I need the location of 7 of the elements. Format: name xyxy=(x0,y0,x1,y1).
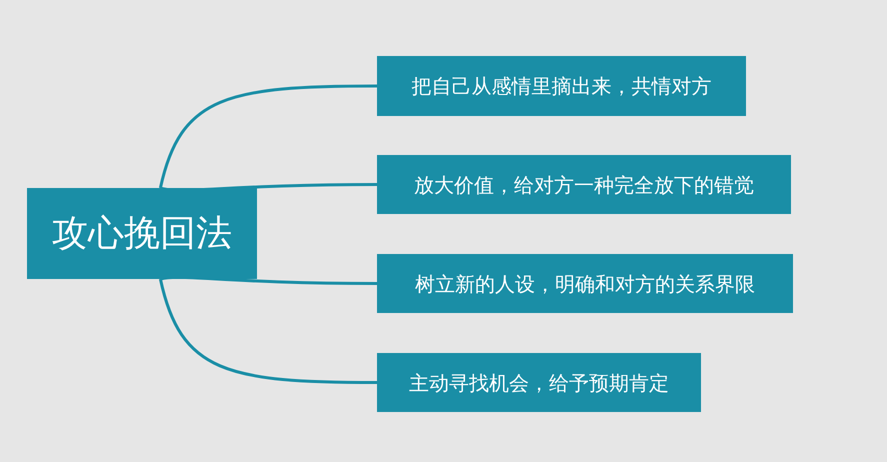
branch-topic-box: 主动寻找机会，给予预期肯定 xyxy=(377,353,701,412)
central-topic-box: 攻心挽回法 xyxy=(27,188,257,279)
connector-curve xyxy=(158,278,378,384)
branch-topic-box: 放大价值，给对方一种完全放下的错觉 xyxy=(377,155,791,214)
connector-curve xyxy=(158,84,378,188)
branch-topic-box: 把自己从感情里摘出来，共情对方 xyxy=(377,56,746,116)
branch-topic-box: 树立新的人设，明确和对方的关系界限 xyxy=(377,254,793,313)
